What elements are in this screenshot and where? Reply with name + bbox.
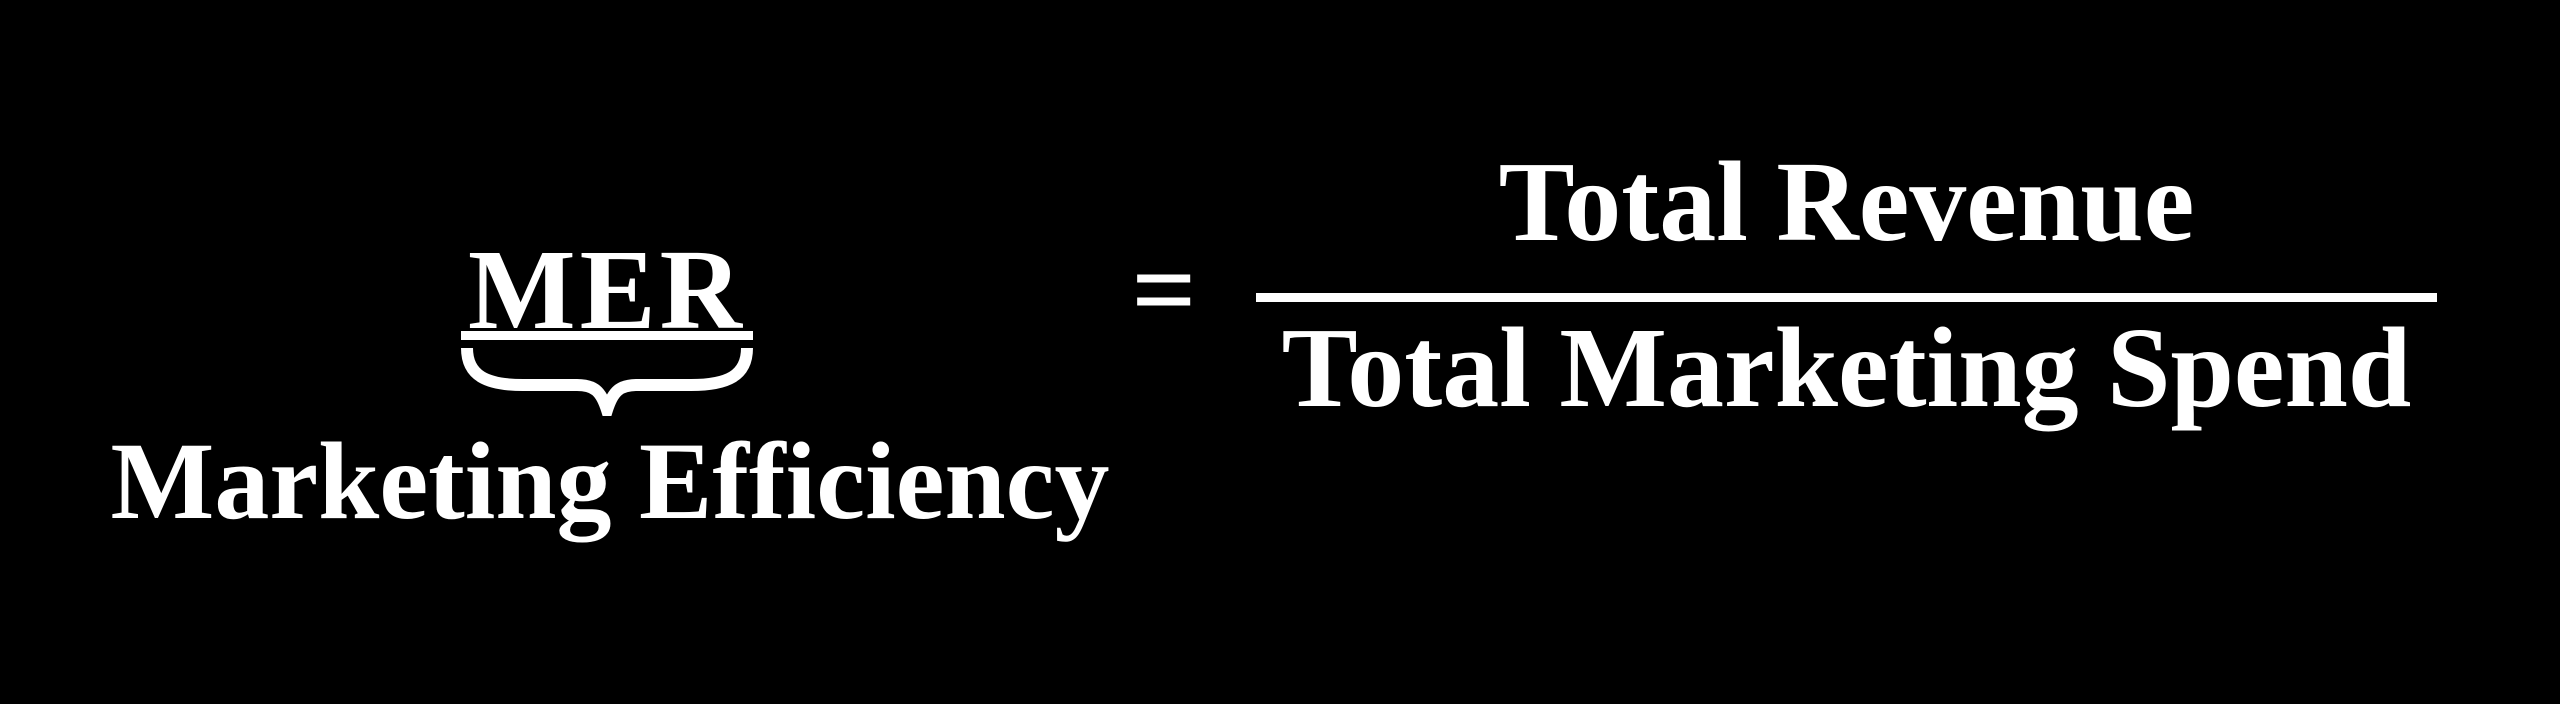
equals-sign: =	[1131, 226, 1197, 353]
mer-symbol: MER	[468, 226, 746, 353]
fraction-denominator: Total Marketing Spend	[1281, 304, 2412, 431]
fraction-bar	[1256, 293, 2437, 302]
fraction-numerator: Total Revenue	[1498, 138, 2195, 265]
underbrace-icon	[461, 347, 753, 416]
mer-annotation-label: Marketing Efficiency	[110, 420, 1110, 542]
mer-underline	[461, 331, 753, 340]
